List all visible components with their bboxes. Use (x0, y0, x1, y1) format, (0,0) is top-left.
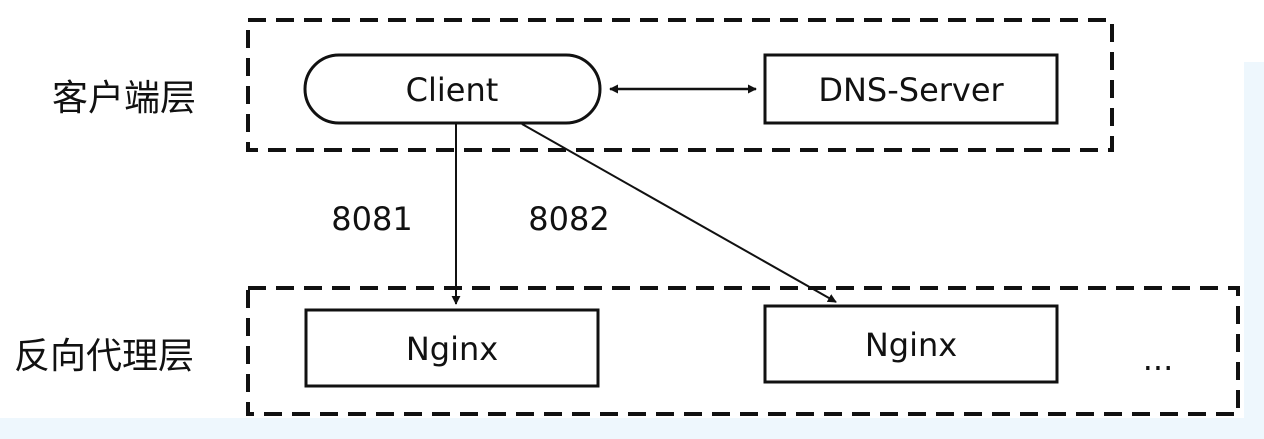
port-8081-label: 8081 (331, 200, 412, 238)
proxy-layer-label: 反向代理层 (14, 336, 194, 377)
client-label: Client (406, 71, 499, 109)
client-node (303, 53, 602, 125)
dns-server-label: DNS-Server (818, 71, 1004, 109)
nginx-1-label: Nginx (406, 330, 498, 368)
client-layer-container (246, 18, 1114, 152)
nginx-node-2 (763, 304, 1059, 384)
proxy-layer-container (246, 286, 1240, 416)
dns-server-node (763, 53, 1059, 125)
client-to-nginx-2-arrow (521, 123, 837, 303)
nginx-node-1 (304, 308, 600, 388)
more-nodes-ellipsis: ... (1143, 340, 1174, 378)
nginx-2-label: Nginx (865, 326, 957, 364)
client-layer-label: 客户端层 (52, 78, 196, 119)
port-8082-label: 8082 (528, 200, 609, 238)
